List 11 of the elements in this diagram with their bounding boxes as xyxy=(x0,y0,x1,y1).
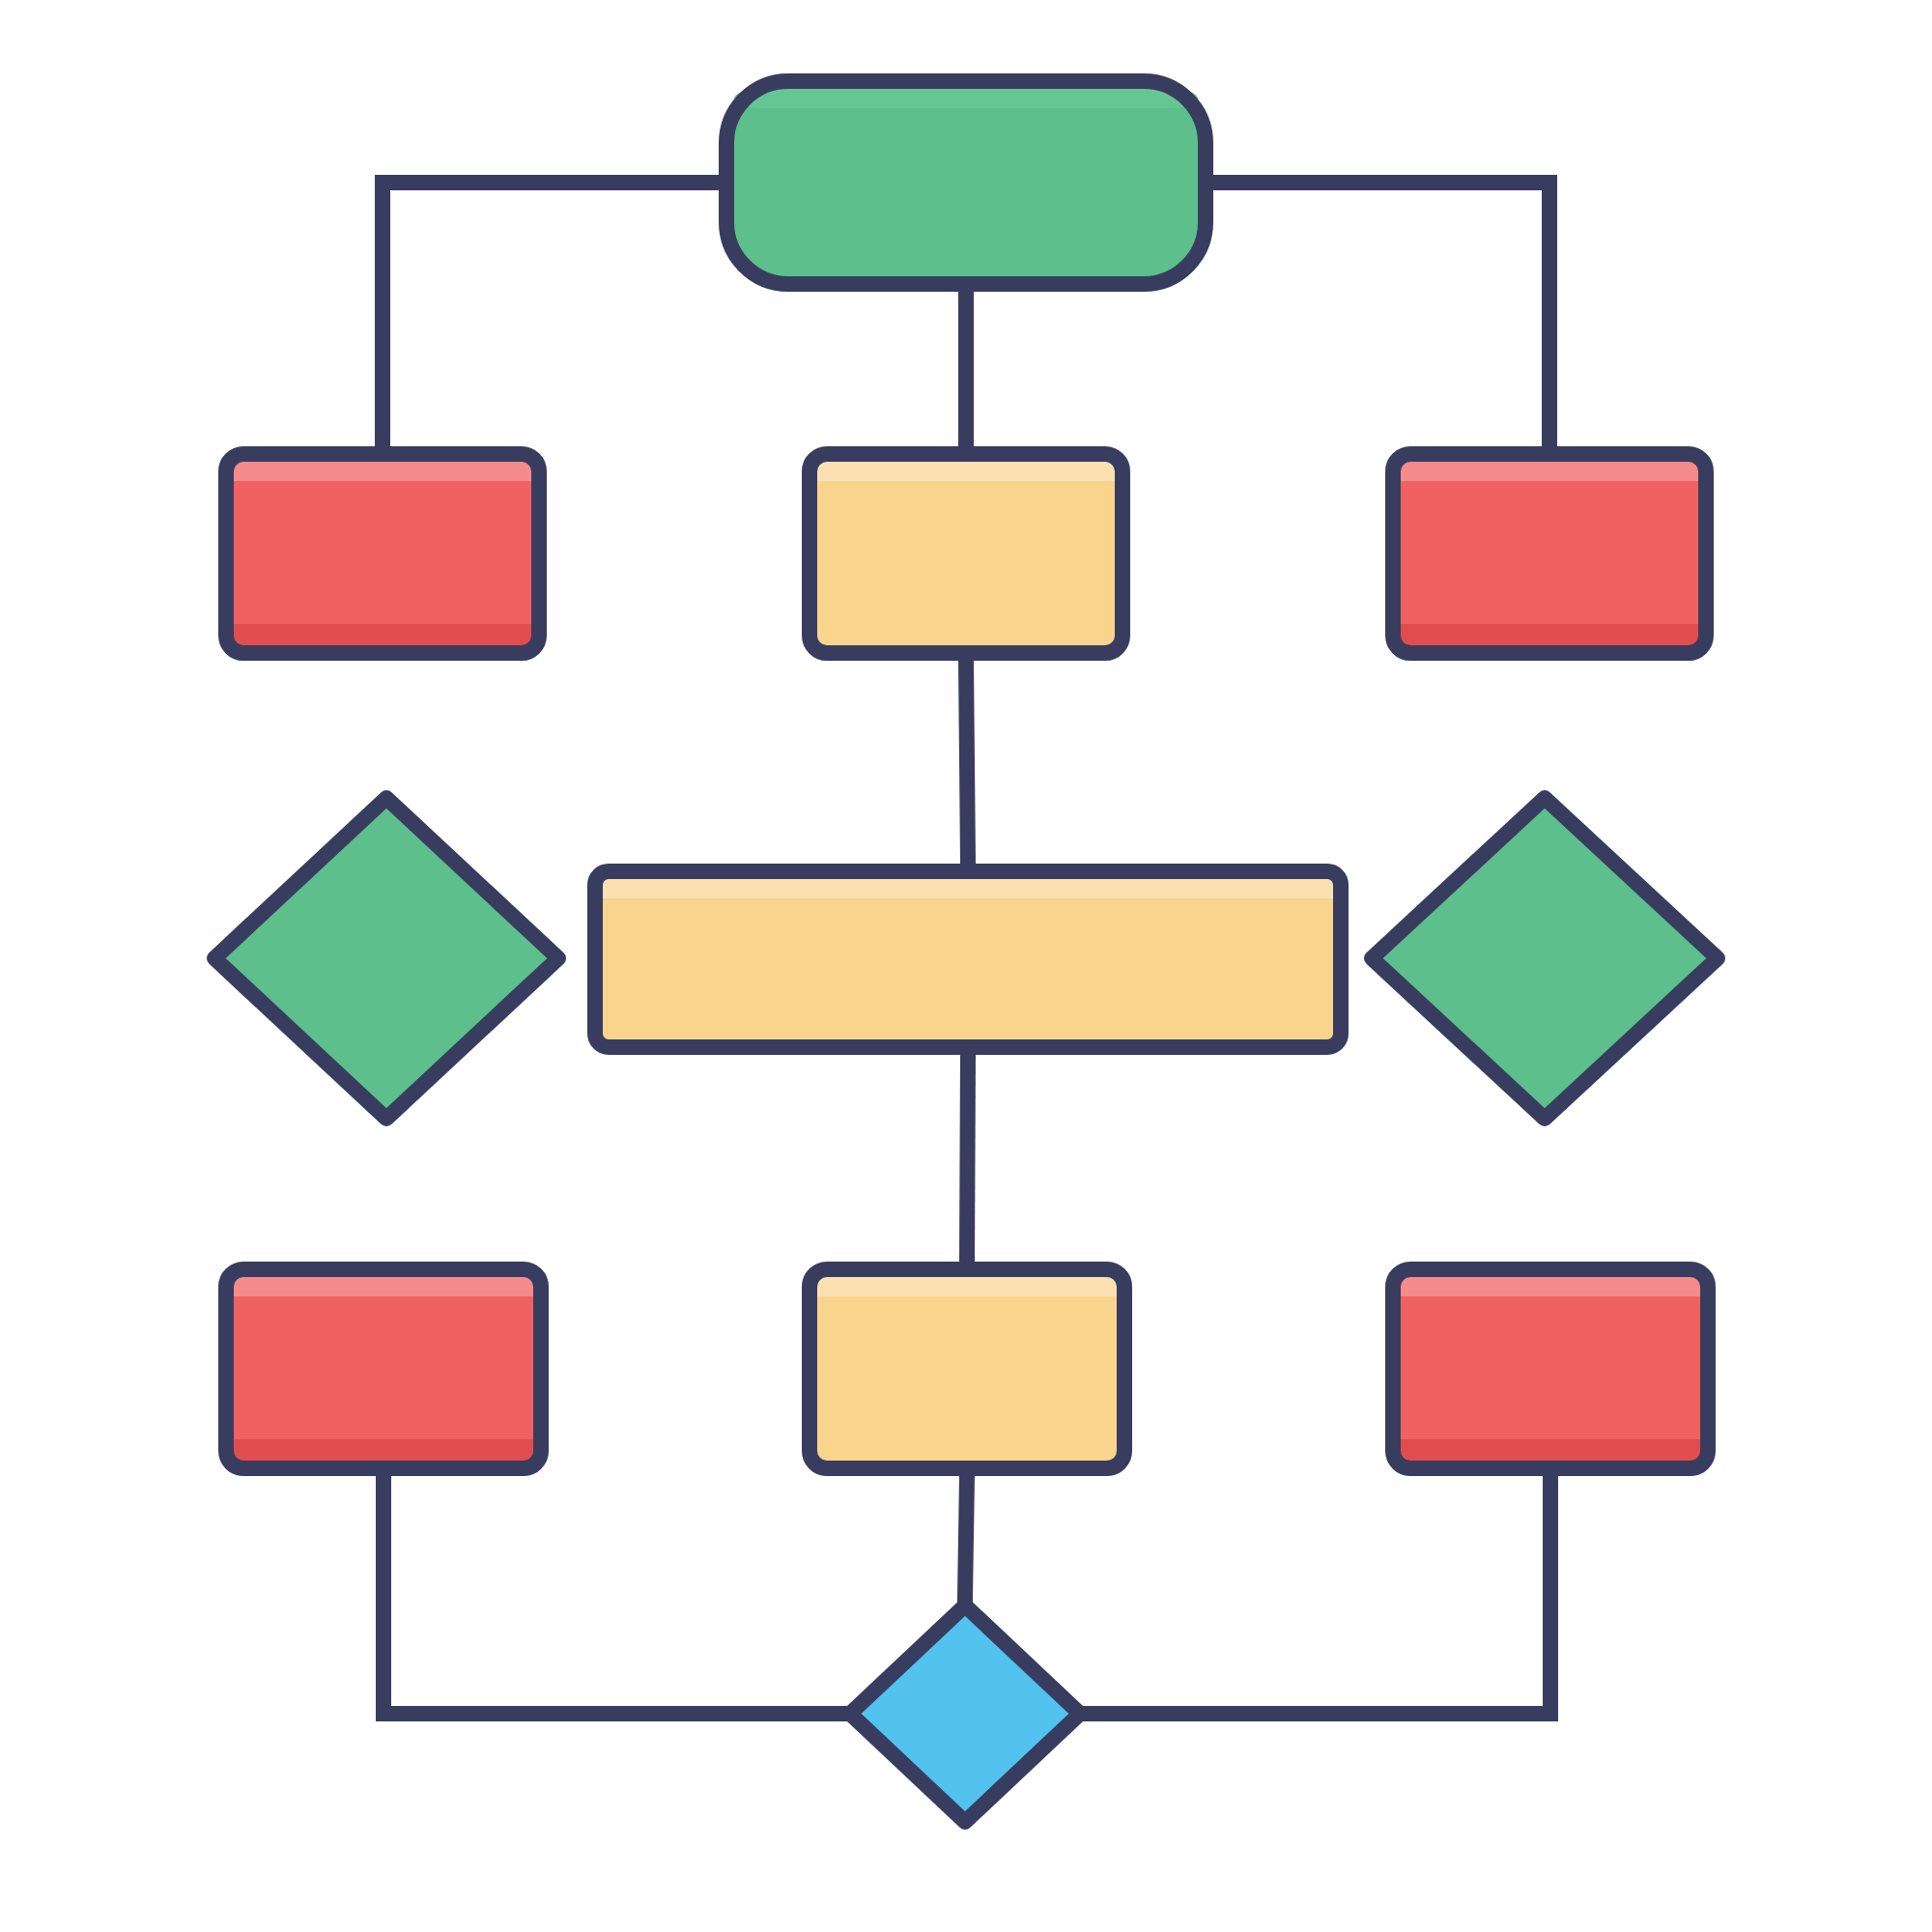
process-box xyxy=(1385,1262,1716,1476)
process-box xyxy=(802,446,1130,661)
start-terminal-box xyxy=(719,73,1213,292)
process-box xyxy=(1385,446,1714,661)
decision-diamond xyxy=(1364,790,1725,1126)
process-box xyxy=(802,1262,1132,1476)
process-box xyxy=(218,1262,549,1476)
process-bar xyxy=(587,864,1349,1055)
process-box xyxy=(218,446,547,661)
decision-diamond xyxy=(207,790,566,1126)
decision-diamond xyxy=(842,1598,1088,1830)
